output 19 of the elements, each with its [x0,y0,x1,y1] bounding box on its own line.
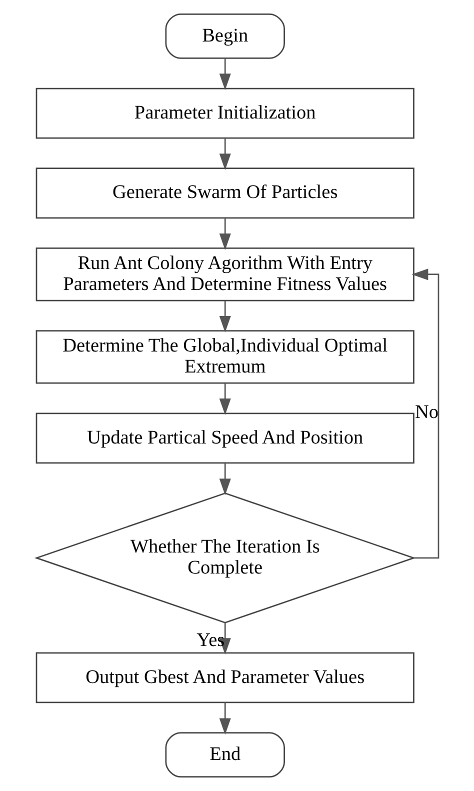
arrow [218,58,230,90]
arrow [411,268,439,559]
node-box: Update Partical Speed And Position [35,412,414,464]
arrow [218,300,230,332]
node-box: Output Gbest And Parameter Values [35,652,414,704]
node-box: Begin [164,13,284,59]
node-diamond: Whether The Iteration Is Complete [34,492,416,624]
arrow [218,384,230,415]
arrow [218,702,230,735]
node-box: Parameter Initialization [35,88,414,139]
arrow [218,463,230,496]
node-box: End [164,732,284,778]
arrow [218,138,230,170]
node-box: Determine The Global,Individual Optimal Extremum [35,330,414,384]
edge-label: No [414,402,438,423]
arrow [218,218,230,250]
edge-label: Yes [196,630,224,652]
node-box: Run Ant Colony Agorithm With Entry Parameters And Determine Fitness Values [35,248,414,302]
node-box: Generate Swarm Of Particles [35,168,414,219]
